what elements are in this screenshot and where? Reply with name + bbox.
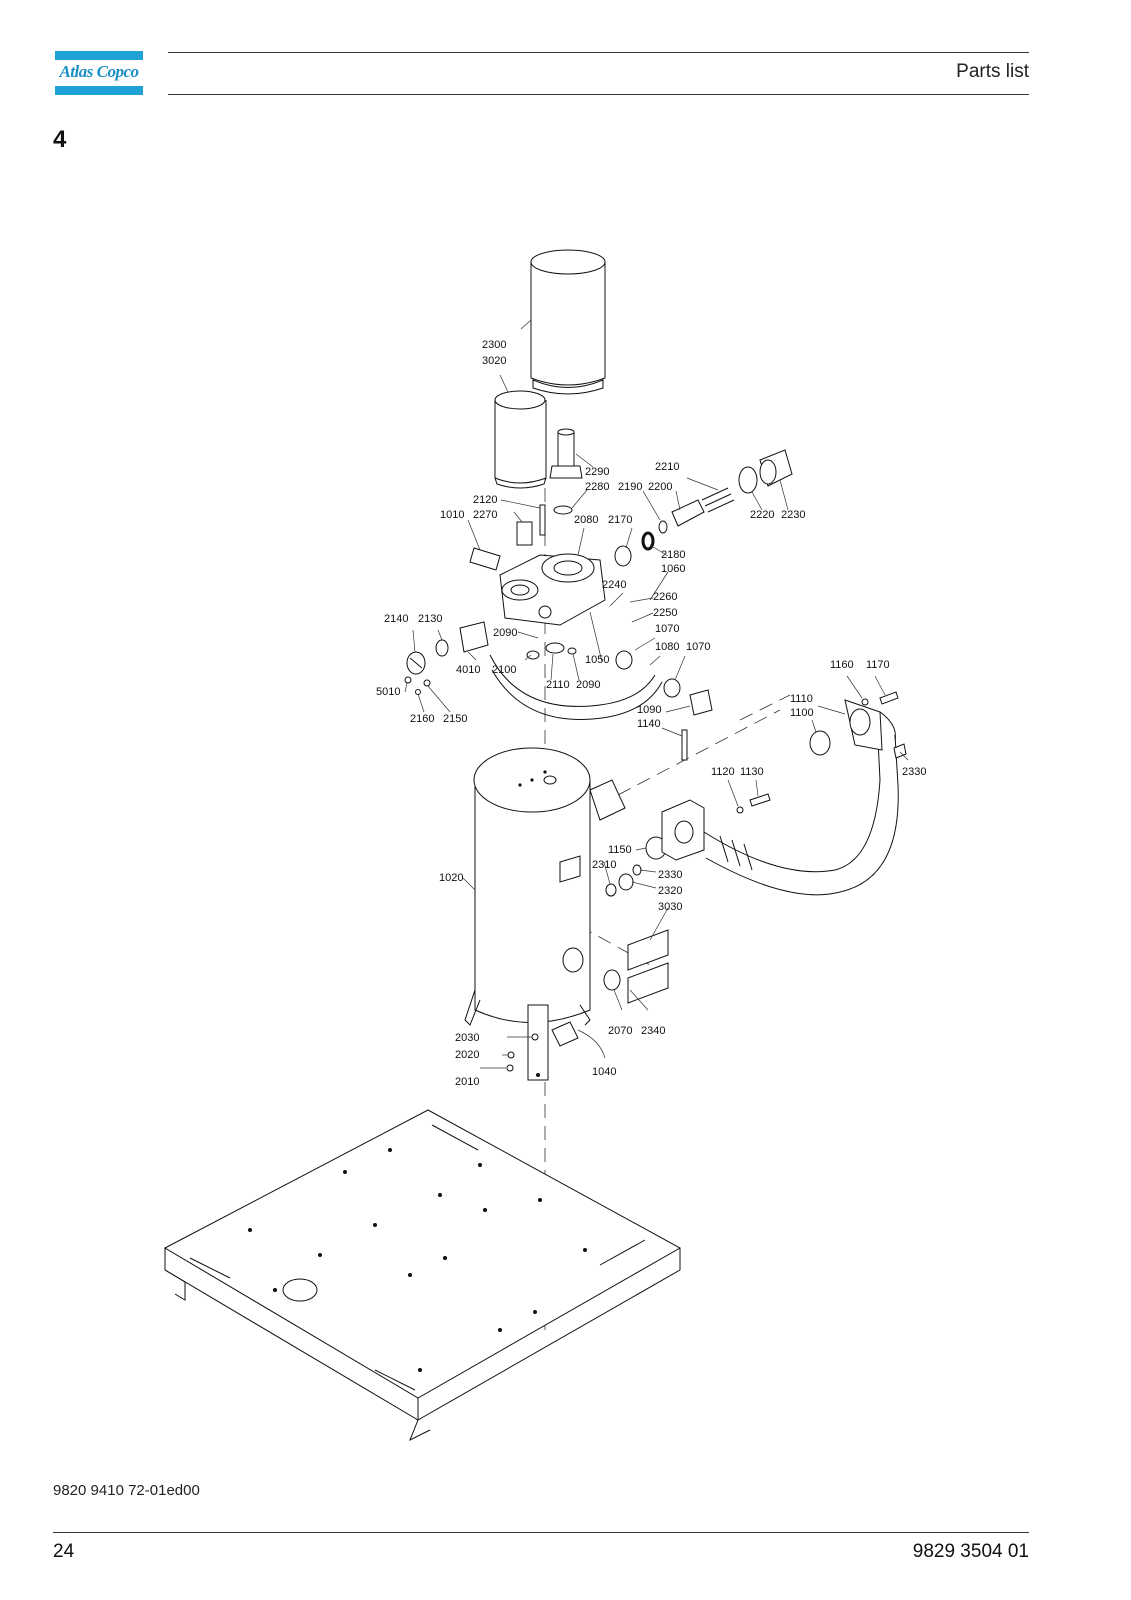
pin-2120 bbox=[539, 504, 546, 536]
callout-leaders bbox=[404, 319, 909, 1069]
callout-1090: 1090 bbox=[637, 704, 661, 716]
receiver-small-parts-2310-2320 bbox=[605, 864, 642, 897]
callout-1050: 1050 bbox=[585, 654, 609, 666]
callout-2190: 2190 bbox=[618, 481, 642, 493]
nipple-2290 bbox=[549, 428, 583, 479]
callout-2140: 2140 bbox=[384, 613, 408, 625]
callout-2290: 2290 bbox=[585, 466, 609, 478]
callout-1120: 1120 bbox=[711, 766, 735, 778]
callout-2330-b: 2330 bbox=[658, 869, 682, 881]
callout-1070-b: 1070 bbox=[686, 641, 710, 653]
callout-2240: 2240 bbox=[602, 579, 626, 591]
valve-1010 bbox=[469, 547, 501, 571]
header-rule-bottom bbox=[168, 94, 1029, 95]
oil-filter-3020 bbox=[494, 390, 547, 489]
decals-3030-2340 bbox=[627, 929, 669, 1004]
callout-2330: 2330 bbox=[902, 766, 926, 778]
base-frame bbox=[163, 1109, 682, 1442]
sensor-1140 bbox=[681, 729, 688, 761]
housing-block bbox=[499, 553, 606, 626]
callout-2220: 2220 bbox=[750, 509, 774, 521]
callout-1130: 1130 bbox=[740, 766, 764, 778]
air-receiver-1020 bbox=[464, 747, 626, 1081]
callout-3020: 3020 bbox=[482, 355, 506, 367]
callout-2250: 2250 bbox=[653, 607, 677, 619]
plug-2070 bbox=[603, 969, 621, 991]
document-reference: 9820 9410 72-01ed00 bbox=[53, 1482, 200, 1499]
callout-2340: 2340 bbox=[641, 1025, 665, 1037]
gasket-washers-2100-2110 bbox=[526, 642, 577, 660]
header-rule-top bbox=[168, 52, 1029, 53]
callout-2260: 2260 bbox=[653, 591, 677, 603]
callout-2160: 2160 bbox=[410, 713, 434, 725]
callout-2110: 2110 bbox=[546, 679, 570, 691]
filter-element-2300 bbox=[530, 249, 606, 395]
atlas-copco-logo: Atlas Copco bbox=[55, 51, 143, 95]
callout-2010: 2010 bbox=[455, 1076, 479, 1088]
part-callout-labels: 2300 3020 2290 2280 2210 2190 2200 2220 … bbox=[376, 339, 926, 1088]
o-ring-2280 bbox=[553, 505, 573, 515]
callout-2310: 2310 bbox=[592, 859, 616, 871]
callout-2070: 2070 bbox=[608, 1025, 632, 1037]
page-number: 24 bbox=[53, 1541, 75, 1562]
outlet-flange-and-hose bbox=[661, 699, 899, 896]
callout-2270: 2270 bbox=[473, 509, 497, 521]
callout-2230: 2230 bbox=[781, 509, 805, 521]
callout-1170: 1170 bbox=[866, 659, 890, 671]
o-ring-1100 bbox=[809, 730, 831, 756]
washer-1160 bbox=[861, 698, 869, 706]
callout-2020: 2020 bbox=[455, 1049, 479, 1061]
callout-1060: 1060 bbox=[661, 563, 685, 575]
callout-2210: 2210 bbox=[655, 461, 679, 473]
callout-1010: 1010 bbox=[440, 509, 464, 521]
callout-1150: 1150 bbox=[608, 844, 632, 856]
callout-5010: 5010 bbox=[376, 686, 400, 698]
callout-1100: 1100 bbox=[790, 707, 814, 719]
callout-2150: 2150 bbox=[443, 713, 467, 725]
separator-hose bbox=[489, 654, 663, 720]
part-number: 9829 3504 01 bbox=[912, 1541, 1029, 1562]
ring-1050 bbox=[615, 650, 633, 670]
callout-2130: 2130 bbox=[418, 613, 442, 625]
callout-1020: 1020 bbox=[439, 872, 463, 884]
bolt-1170 bbox=[879, 691, 899, 705]
callout-1140: 1140 bbox=[637, 718, 661, 730]
callout-2090-b: 2090 bbox=[576, 679, 600, 691]
callout-1040: 1040 bbox=[592, 1066, 616, 1078]
callout-2100: 2100 bbox=[492, 664, 516, 676]
callout-1160: 1160 bbox=[830, 659, 854, 671]
min-pressure-valve-parts bbox=[614, 449, 793, 567]
callout-2200: 2200 bbox=[648, 481, 672, 493]
clip-2330 bbox=[893, 743, 907, 759]
callout-2320: 2320 bbox=[658, 885, 682, 897]
fitting-2270 bbox=[516, 521, 533, 546]
callout-1080: 1080 bbox=[655, 641, 679, 653]
footer-rule bbox=[53, 1532, 1029, 1533]
callout-1110: 1110 bbox=[790, 693, 813, 705]
plug-1090 bbox=[689, 689, 713, 716]
callout-2090: 2090 bbox=[493, 627, 517, 639]
logo-bar-top bbox=[55, 51, 143, 60]
ring-1080 bbox=[663, 678, 681, 698]
callout-2180: 2180 bbox=[661, 549, 685, 561]
washer-1120 bbox=[736, 806, 744, 814]
callout-2170: 2170 bbox=[608, 514, 632, 526]
logo-bar-bottom bbox=[55, 86, 143, 95]
callout-3030: 3030 bbox=[658, 901, 682, 913]
callout-2300: 2300 bbox=[482, 339, 506, 351]
page-title: Parts list bbox=[956, 61, 1029, 82]
callout-2080: 2080 bbox=[574, 514, 598, 526]
left-side-parts bbox=[404, 621, 489, 695]
callout-2120: 2120 bbox=[473, 494, 497, 506]
section-number: 4 bbox=[53, 126, 67, 153]
callout-2280: 2280 bbox=[585, 481, 609, 493]
logo-wordmark: Atlas Copco bbox=[59, 62, 139, 81]
callout-2030: 2030 bbox=[455, 1032, 479, 1044]
callout-4010: 4010 bbox=[456, 664, 480, 676]
bolt-1130 bbox=[749, 793, 771, 807]
callout-1070: 1070 bbox=[655, 623, 679, 635]
